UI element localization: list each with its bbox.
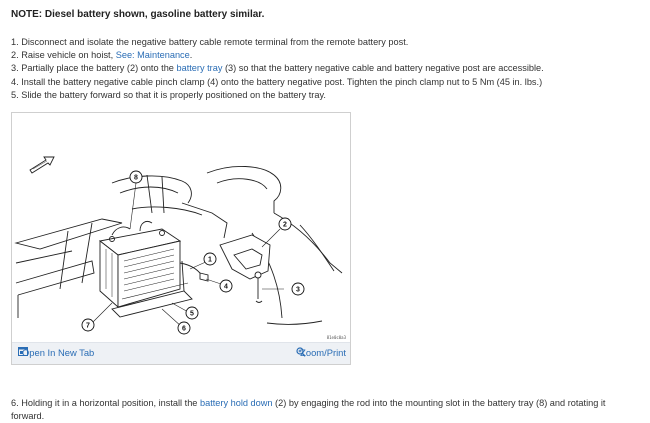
battery-installation-figure: 8 2 3 1 4 5 6 7 81e0c0a3 Open In New Tab… xyxy=(11,112,351,365)
svg-text:3: 3 xyxy=(296,287,300,294)
forward-arrow-icon xyxy=(29,156,55,174)
svg-text:1: 1 xyxy=(208,257,212,264)
maintenance-link[interactable]: See: Maintenance xyxy=(115,50,190,61)
note-heading: NOTE: Diesel battery shown, gasoline bat… xyxy=(11,9,265,20)
step-5-text: 5. Slide the battery forward so that it … xyxy=(11,89,326,100)
svg-text:6: 6 xyxy=(182,326,186,333)
figure-toolbar: Open In New Tab Zoom/Print xyxy=(12,342,350,364)
battery-tray-link[interactable]: battery tray xyxy=(176,63,223,74)
callout-5: 5 xyxy=(185,306,199,320)
callout-7: 7 xyxy=(81,318,95,332)
callout-6: 6 xyxy=(177,321,191,335)
bracket-shape xyxy=(219,234,271,280)
step-6: 6. Holding it in a horizontal position, … xyxy=(11,397,639,423)
open-in-new-tab-label: Open In New Tab xyxy=(22,347,95,358)
callout-2: 2 xyxy=(278,217,292,231)
step-4: 4. Install the battery negative cable pi… xyxy=(11,76,641,89)
callout-8: 8 xyxy=(129,170,143,184)
step-1: 1. Disconnect and isolate the negative b… xyxy=(11,36,641,49)
svg-text:5: 5 xyxy=(190,311,194,318)
step-3-text: 3. Partially place the battery (2) onto … xyxy=(11,63,177,74)
callout-3: 3 xyxy=(291,282,305,296)
svg-text:4: 4 xyxy=(224,284,228,291)
step-5: 5. Slide the battery forward so that it … xyxy=(11,89,641,102)
step-3-post: (3) so that the battery negative cable a… xyxy=(222,63,544,74)
svg-text:2: 2 xyxy=(283,222,287,229)
step-2-text: 2. Raise vehicle on hoist, xyxy=(11,50,116,61)
battery-diagram: 8 2 3 1 4 5 6 7 xyxy=(14,156,343,335)
step-1-text: 1. Disconnect and isolate the negative b… xyxy=(11,37,409,47)
callout-4: 4 xyxy=(219,279,233,293)
step-6-text: 6. Holding it in a horizontal position, … xyxy=(11,398,200,408)
step-4-text: 4. Install the battery negative cable pi… xyxy=(11,76,543,87)
step-2-post: . xyxy=(189,50,193,61)
zoom-print-button[interactable]: Zoom/Print xyxy=(296,347,346,358)
battery-hold-down-link[interactable]: battery hold down xyxy=(199,398,273,408)
callout-1: 1 xyxy=(203,252,217,266)
step-6-post: (2) by engaging the rod into the mountin… xyxy=(11,398,606,421)
step-3: 3. Partially place the battery (2) onto … xyxy=(11,62,641,75)
step-2: 2. Raise vehicle on hoist, See: Maintena… xyxy=(11,49,641,62)
svg-text:7: 7 xyxy=(86,323,90,330)
open-in-new-tab-button[interactable]: Open In New Tab xyxy=(18,347,94,358)
instruction-steps: 1. Disconnect and isolate the negative b… xyxy=(11,36,641,102)
svg-text:8: 8 xyxy=(134,175,138,182)
figure-id: 81e0c0a3 xyxy=(326,335,346,340)
zoom-print-label: Zoom/Print xyxy=(300,347,346,358)
